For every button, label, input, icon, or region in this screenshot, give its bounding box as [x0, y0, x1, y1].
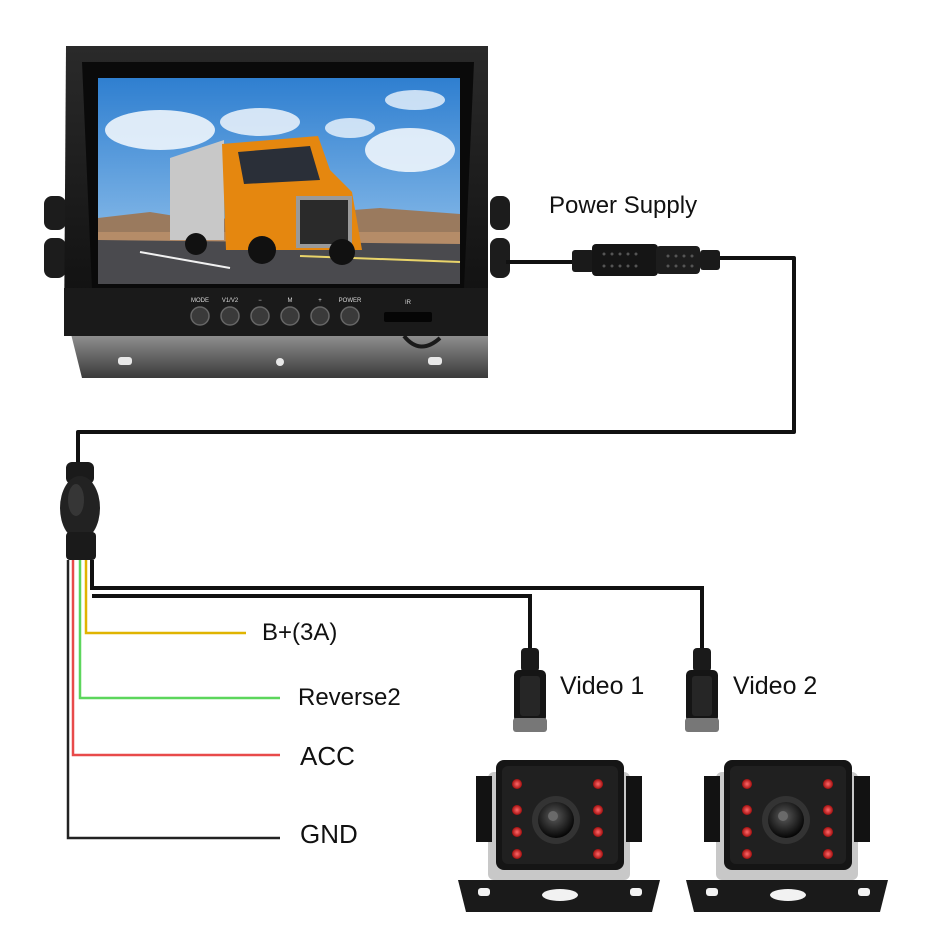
v1v2-button[interactable] — [221, 307, 239, 325]
plus-button[interactable] — [311, 307, 329, 325]
video2-label: Video 2 — [733, 672, 817, 701]
ir-window — [384, 312, 432, 322]
button-label-m: M — [288, 298, 293, 304]
camera-1 — [458, 760, 660, 912]
m-button[interactable] — [281, 307, 299, 325]
monitor-screen — [98, 78, 460, 284]
video-cable — [92, 560, 702, 652]
acc-label: ACC — [300, 741, 355, 772]
gnd-label: GND — [300, 819, 358, 850]
video1-connector — [513, 648, 547, 732]
power-supply-label: Power Supply — [549, 192, 697, 220]
video2-connector — [685, 648, 719, 732]
b-plus-label: B+(3A) — [262, 619, 337, 647]
knob-left-top — [44, 196, 66, 230]
knob-right-bottom — [490, 238, 510, 278]
minus-button[interactable] — [251, 307, 269, 325]
reverse2-label: Reverse2 — [298, 684, 401, 712]
button-label-mode: MODE — [191, 298, 209, 304]
bracket-slot-right — [428, 357, 442, 365]
camera-2 — [686, 760, 888, 912]
knob-right-top — [490, 196, 510, 230]
reverse2-wire — [80, 560, 280, 698]
cable-splitter — [60, 462, 100, 560]
mode-button[interactable] — [191, 307, 209, 325]
button-label-power: POWER — [339, 298, 362, 304]
monitor-bracket — [70, 330, 488, 378]
button-label-plus: + — [318, 298, 322, 304]
bracket-slot-left — [118, 357, 132, 365]
monitor: MODE V1/V2 − M + POWER IR — [44, 46, 510, 378]
power-button[interactable] — [341, 307, 359, 325]
button-label-v1v2: V1/V2 — [222, 298, 239, 304]
ir-label: IR — [405, 300, 412, 306]
knob-left-bottom — [44, 238, 66, 278]
button-label-minus: − — [258, 298, 262, 304]
video1-label: Video 1 — [560, 672, 644, 701]
power-connector — [572, 244, 720, 276]
bracket-hole — [276, 358, 284, 366]
